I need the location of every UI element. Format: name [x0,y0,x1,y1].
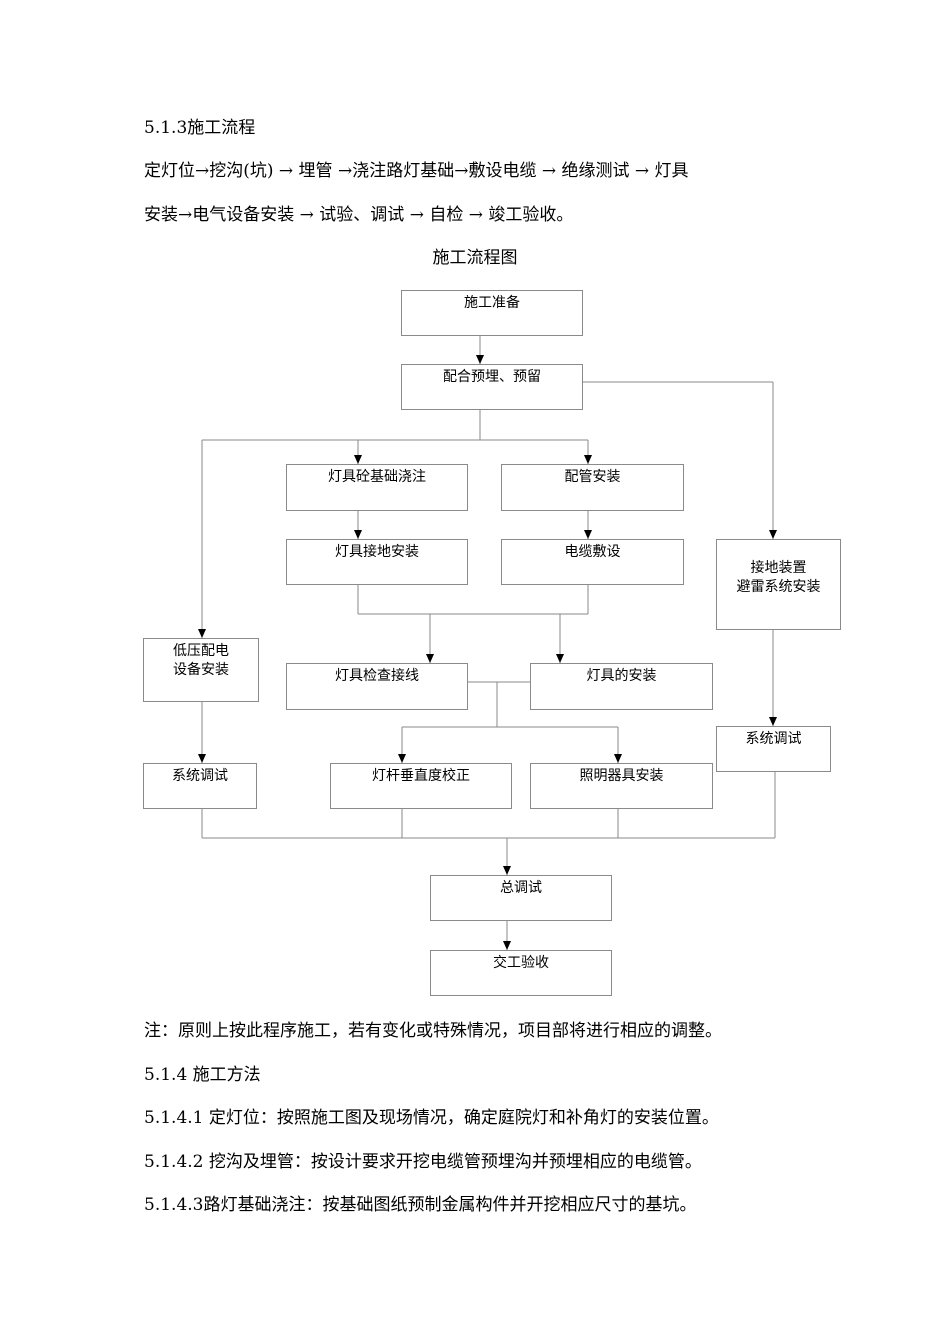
item-5-1-4-2: 5.1.4.2 挖沟及埋管：按设计要求开挖电缆管预埋沟并预埋相应的电缆管。 [144,1152,702,1172]
node-label: 施工准备 [464,295,520,311]
node-label: 灯具检查接线 [335,668,419,684]
diagram-title: 施工流程图 [432,248,518,268]
node-label: 灯杆垂直度校正 [372,768,470,784]
node-label: 接地装置 避雷系统安装 [736,560,821,595]
node-handover-acceptance: 交工验收 [430,950,612,996]
node-label: 配合预埋、预留 [443,369,541,385]
node-conduit-install: 配管安装 [501,464,684,511]
node-label: 灯具的安装 [586,668,657,684]
flow-text-line-2: 安装→电气设备安装 → 试验、调试 → 自检 → 竣工验收。 [144,205,574,225]
node-lamp-install: 灯具的安装 [530,663,713,710]
node-system-test-right: 系统调试 [716,726,831,772]
node-lamp-grounding: 灯具接地安装 [286,539,468,585]
node-label: 总调试 [500,880,542,896]
node-label: 低压配电 设备安装 [173,643,229,678]
node-check-wiring: 灯具检查接线 [286,663,468,710]
node-construction-prep: 施工准备 [401,290,583,336]
node-label: 交工验收 [493,955,549,971]
node-label: 电缆敷设 [564,544,621,560]
node-lamp-foundation: 灯具砼基础浇注 [286,464,468,511]
section-heading-5-1-4: 5.1.4 施工方法 [144,1065,261,1085]
node-label: 配管安装 [564,469,621,485]
node-label: 系统调试 [172,768,228,784]
node-lighting-fixture: 照明器具安装 [530,763,713,809]
node-label: 照明器具安装 [579,768,664,784]
section-heading-5-1-3: 5.1.3施工流程 [144,118,256,138]
node-grounding-lightning: 接地装置 避雷系统安装 [716,539,841,630]
diagram-note: 注：原则上按此程序施工，若有变化或特殊情况，项目部将进行相应的调整。 [144,1021,722,1041]
node-cable-laying: 电缆敷设 [501,539,684,585]
node-low-voltage-equipment: 低压配电 设备安装 [143,638,259,702]
item-5-1-4-3: 5.1.4.3路灯基础浇注：按基础图纸预制金属构件并开挖相应尺寸的基坑。 [144,1195,697,1215]
node-label: 灯具接地安装 [335,544,419,560]
node-label: 系统调试 [745,731,802,747]
node-total-debug: 总调试 [430,875,612,921]
node-label: 灯具砼基础浇注 [328,469,426,485]
flow-text-line-1: 定灯位→挖沟(坑) → 埋管 →浇注路灯基础→敷设电缆 → 绝缘测试 → 灯具 [144,161,689,181]
item-5-1-4-1: 5.1.4.1 定灯位：按照施工图及现场情况，确定庭院灯和补角灯的安装位置。 [144,1108,719,1128]
node-embed-reserve: 配合预埋、预留 [401,364,583,410]
node-system-test-left: 系统调试 [143,763,257,809]
node-pole-verticality: 灯杆垂直度校正 [330,763,512,809]
